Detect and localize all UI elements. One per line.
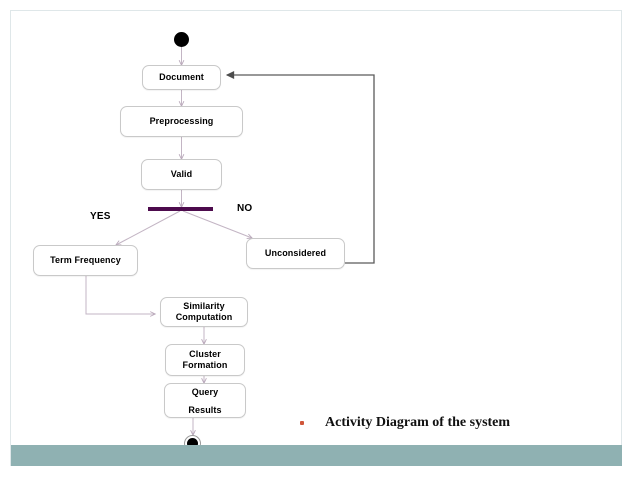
footer-band <box>11 445 622 466</box>
node-similarity-computation-label-line1: Similarity <box>183 301 225 311</box>
node-cluster-formation[interactable]: Cluster Formation <box>165 344 245 376</box>
node-valid[interactable]: Valid <box>141 159 222 190</box>
node-unconsidered-label: Unconsidered <box>264 248 327 258</box>
node-cluster-formation-label-line2: Formation <box>182 360 228 370</box>
node-cluster-formation-label-line1: Cluster <box>189 349 221 359</box>
edge-unconsidered-to-document-loop <box>227 75 375 264</box>
node-query-results-label-line2: Results <box>188 404 222 415</box>
bullet-dot-icon <box>300 421 304 425</box>
final-node <box>187 438 198 449</box>
node-query-results-label-line1: Query <box>191 386 219 397</box>
edge-term-frequency-to-similarity <box>85 276 157 317</box>
branch-label-yes: YES <box>90 211 111 222</box>
node-query-results[interactable]: Query Results <box>164 383 246 418</box>
node-term-frequency[interactable]: Term Frequency <box>33 245 138 276</box>
node-valid-label: Valid <box>170 169 193 179</box>
branch-label-no: NO <box>237 203 253 214</box>
edge-fork-to-term-frequency <box>114 210 181 246</box>
caption-text: Activity Diagram of the system <box>325 415 511 430</box>
node-document-label: Document <box>159 72 204 82</box>
edge-fork-to-unconsidered <box>182 210 254 239</box>
node-preprocessing-label: Preprocessing <box>149 116 214 126</box>
node-preprocessing[interactable]: Preprocessing <box>120 106 243 137</box>
node-similarity-computation[interactable]: Similarity Computation <box>160 297 248 327</box>
initial-node <box>174 32 189 47</box>
node-term-frequency-label: Term Frequency <box>50 255 121 265</box>
node-unconsidered[interactable]: Unconsidered <box>246 238 345 269</box>
caption: Activity Diagram of the system <box>300 412 600 434</box>
node-document[interactable]: Document <box>142 65 221 90</box>
node-similarity-computation-label-line2: Computation <box>175 312 233 322</box>
fork-bar <box>148 207 213 211</box>
